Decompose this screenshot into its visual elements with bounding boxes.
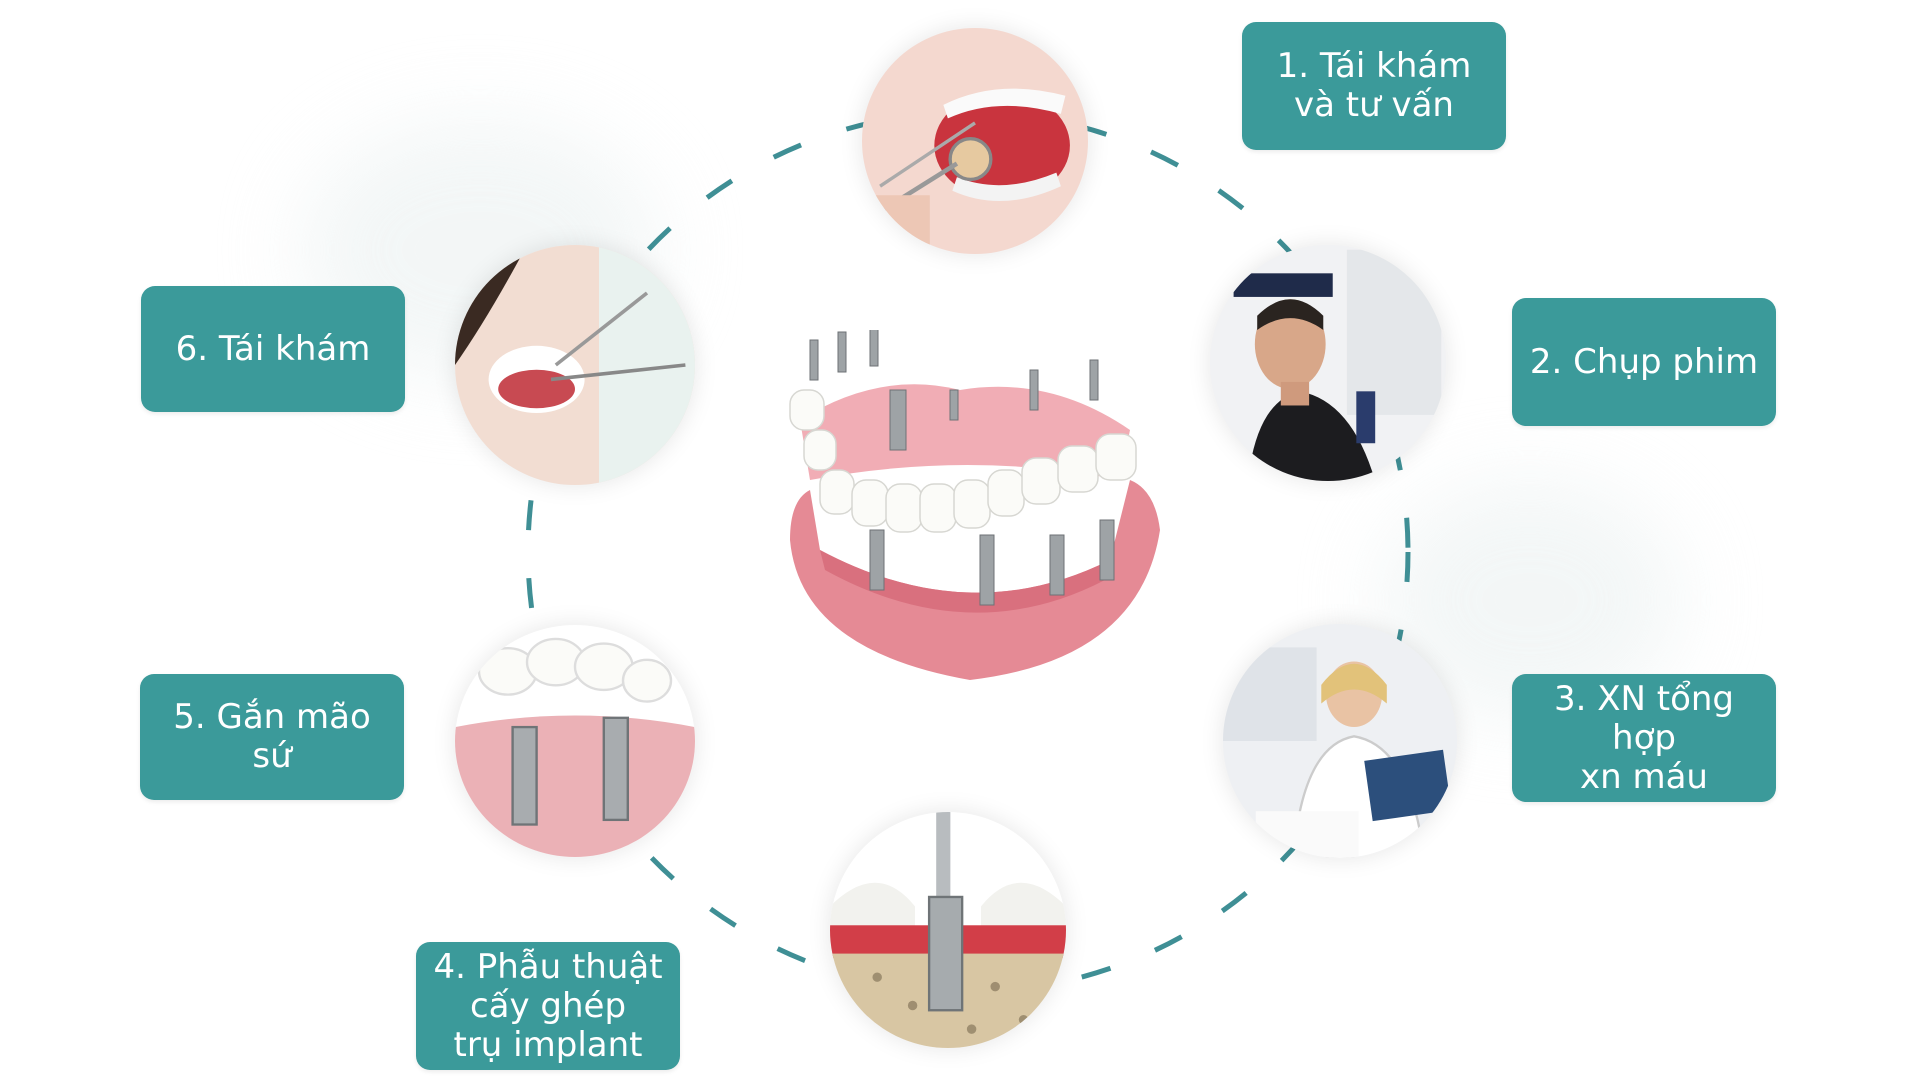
- doctor-laptop-illustration: [1223, 624, 1457, 858]
- dental-exam-mirror-illustration: [862, 28, 1088, 254]
- crown-on-implants-illustration: [455, 625, 695, 857]
- step-label-5: 5. Gắn mão sứ: [140, 674, 404, 800]
- step-label-3: 3. XN tổng hợp xn máu: [1512, 674, 1776, 802]
- implant-in-bone-illustration: [830, 812, 1066, 1048]
- step-label-6: 6. Tái khám: [141, 286, 405, 412]
- step-label-1: 1. Tái khám và tư vấn: [1242, 22, 1506, 150]
- checkup-patient-smile-illustration: [455, 245, 695, 485]
- full-arch-implant-denture-illustration: [760, 330, 1180, 700]
- step-label-4: 4. Phẫu thuật cấy ghép trụ implant: [416, 942, 680, 1070]
- xray-scan-patient-illustration: [1210, 245, 1446, 481]
- step-label-2: 2. Chụp phim: [1512, 298, 1776, 426]
